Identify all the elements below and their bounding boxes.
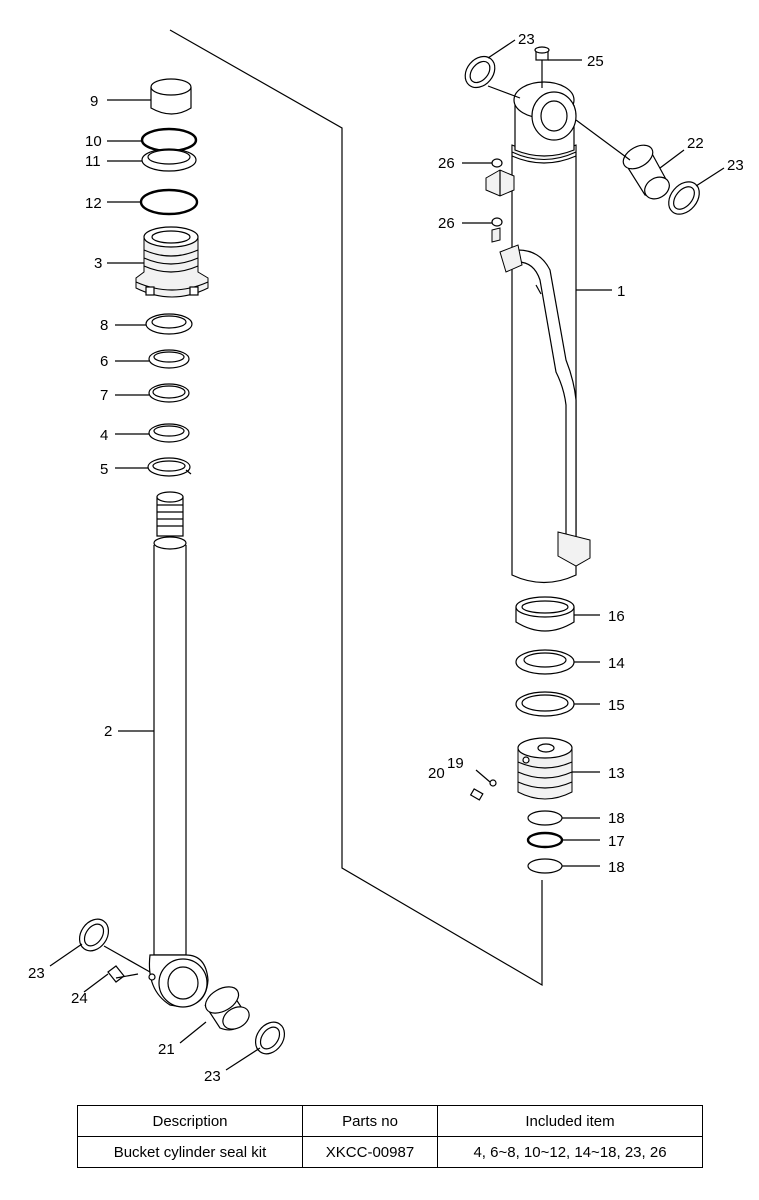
- callout-9: 9: [90, 93, 98, 110]
- part-21-bushing: [204, 986, 250, 1031]
- part-9-bushing: [150, 78, 192, 115]
- callout-24: 24: [71, 990, 88, 1007]
- part-5-snap-ring: [147, 457, 192, 477]
- part-18-backup-ring-lower: [527, 858, 563, 874]
- part-10-o-ring: [140, 127, 198, 153]
- part-12-o-ring: [139, 188, 199, 216]
- part-26-o-ring-upper: [485, 158, 515, 197]
- callout-16: 16: [608, 608, 625, 625]
- callout-26-lower: 26: [438, 215, 455, 232]
- callout-8: 8: [100, 317, 108, 334]
- seal-kit-table: Description Parts no Included item Bucke…: [77, 1105, 703, 1168]
- part-7-seal: [148, 383, 190, 403]
- callout-20: 20: [428, 765, 445, 782]
- header-parts-no: Parts no: [302, 1105, 438, 1137]
- callout-labels: 9 10 11 12 3 8 6 7 4 5 2 23 24 21 23 23 …: [28, 31, 744, 1085]
- callout-5: 5: [100, 461, 108, 478]
- table-row: Bucket cylinder seal kit XKCC-00987 4, 6…: [77, 1136, 703, 1168]
- part-6-seal: [148, 349, 190, 369]
- part-23-dust-seal-rod-right: [254, 1021, 286, 1055]
- header-included-item: Included item: [437, 1105, 703, 1137]
- callout-23-tube-right: 23: [727, 157, 744, 174]
- callout-23-rod-left: 23: [28, 965, 45, 982]
- part-1-cylinder-tube: [499, 81, 591, 584]
- part-15-ring: [515, 691, 575, 717]
- callout-19: 19: [447, 755, 464, 772]
- part-19-steel-ball: [489, 779, 497, 787]
- part-24-grease-nipple: [107, 965, 139, 983]
- part-8-seal: [145, 313, 193, 335]
- callout-17: 17: [608, 833, 625, 850]
- part-20-set-screw: [469, 788, 484, 801]
- callout-3: 3: [94, 255, 102, 272]
- leader-lines: [49, 39, 725, 1071]
- cell-parts-no: XKCC-00987: [302, 1136, 438, 1168]
- callout-15: 15: [608, 697, 625, 714]
- callout-18-upper: 18: [608, 810, 625, 827]
- callout-6: 6: [100, 353, 108, 370]
- part-26-o-ring-lower: [491, 217, 503, 243]
- callout-23-rod-right: 23: [204, 1068, 221, 1085]
- part-17-o-ring: [526, 831, 564, 849]
- header-description: Description: [77, 1105, 303, 1137]
- part-4-seal: [148, 423, 190, 443]
- cell-description: Bucket cylinder seal kit: [77, 1136, 303, 1168]
- callout-1: 1: [617, 283, 625, 300]
- callout-4: 4: [100, 427, 108, 444]
- callout-25: 25: [587, 53, 604, 70]
- part-2-piston-rod: [148, 491, 209, 1008]
- part-13-piston: [517, 737, 573, 800]
- part-22-bushing: [622, 144, 670, 200]
- part-23-dust-seal-tube-left: [464, 55, 496, 89]
- callout-23-tube-left: 23: [518, 31, 535, 48]
- callout-18-lower: 18: [608, 859, 625, 876]
- part-3-rod-cover: [135, 226, 209, 298]
- callout-26-upper: 26: [438, 155, 455, 172]
- callout-14: 14: [608, 655, 625, 672]
- callout-2: 2: [104, 723, 112, 740]
- part-18-backup-ring-upper: [527, 810, 563, 826]
- assembly-guide-line: [169, 29, 543, 987]
- table-header-row: Description Parts no Included item: [77, 1105, 703, 1137]
- part-14-ring: [515, 649, 575, 675]
- part-23-dust-seal-tube-right: [668, 181, 700, 215]
- callout-11: 11: [85, 153, 101, 170]
- callout-21: 21: [158, 1041, 175, 1058]
- part-16-ring: [515, 596, 575, 632]
- bucket-cylinder-exploded-diagram: 9 10 11 12 3 8 6 7 4 5 2 23 24 21 23 23 …: [28, 29, 744, 1085]
- part-25-grease-nipple: [534, 46, 550, 88]
- callout-13: 13: [608, 765, 625, 782]
- callout-12: 12: [85, 195, 102, 212]
- part-23-dust-seal-rod-left: [78, 918, 110, 952]
- callout-10: 10: [85, 133, 102, 150]
- callout-22: 22: [687, 135, 704, 152]
- cell-included-item: 4, 6~8, 10~12, 14~18, 23, 26: [437, 1136, 703, 1168]
- callout-7: 7: [100, 387, 108, 404]
- part-11-seal: [141, 148, 197, 172]
